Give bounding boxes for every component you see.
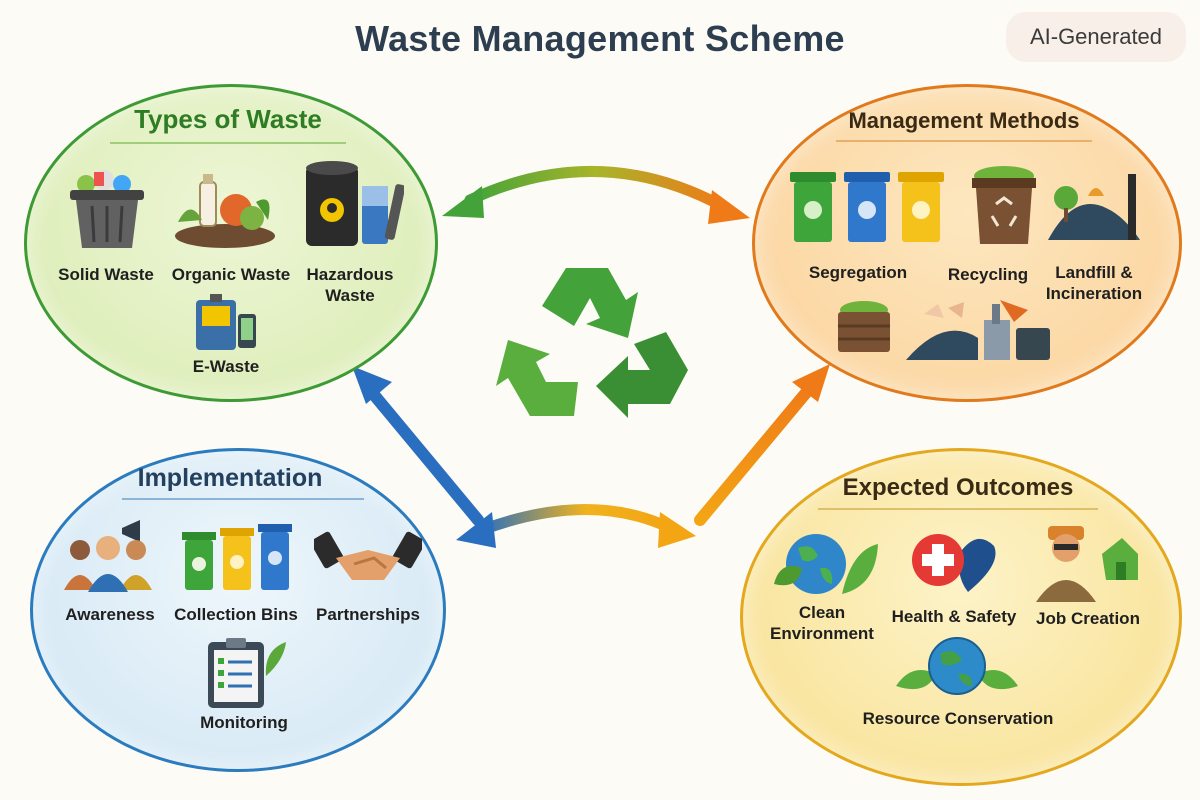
landfill-icon: [1044, 168, 1144, 244]
resource-conservation-label: Resource Conservation: [862, 709, 1054, 728]
worker-icon: [1030, 518, 1140, 602]
trash-bin-icon: [64, 166, 150, 252]
clipboard-icon: [204, 636, 290, 710]
expected-outcomes-panel: [740, 448, 1182, 786]
globe-leaf-icon: [772, 524, 882, 604]
divider: [836, 140, 1092, 142]
collection-bins-label: Collection Bins: [174, 605, 298, 624]
globe-hands-icon: [892, 634, 1022, 704]
divider: [122, 498, 364, 500]
types-of-waste-title: Types of Waste: [134, 104, 322, 134]
health-safety-label: Health & Safety: [891, 607, 1017, 626]
management-methods-title: Management Methods: [848, 108, 1080, 133]
sorting-bins-icon: [786, 166, 948, 246]
partnerships-label: Partnerships: [316, 605, 420, 624]
divider: [110, 142, 346, 144]
hazardous-waste-label: Hazardous Waste: [306, 265, 394, 305]
landfill-incineration-label: Landfill & Incineration: [1045, 263, 1143, 303]
segregation-label: Segregation: [808, 263, 908, 282]
recycle-icon: [478, 240, 718, 440]
e-waste-label: E-Waste: [192, 357, 260, 376]
clean-environment-label: Clean Environment: [770, 603, 874, 643]
health-heart-icon: [906, 530, 1002, 598]
arrow-outcomes-methods: [694, 364, 830, 526]
implementation-title: Implementation: [137, 464, 323, 492]
expected-outcomes-title: Expected Outcomes: [842, 474, 1074, 501]
people-megaphone-icon: [58, 514, 158, 594]
compost-crate-icon: [834, 296, 894, 356]
incinerator-icon: [904, 294, 1054, 364]
job-creation-label: Job Creation: [1036, 609, 1140, 628]
awareness-label: Awareness: [65, 605, 155, 624]
arrow-implementation-types: [352, 366, 484, 526]
organic-waste-label: Organic Waste: [171, 265, 291, 284]
handshake-icon: [314, 528, 422, 590]
toxic-barrel-icon: [300, 158, 404, 250]
colored-bins-icon: [180, 522, 294, 592]
arrow-implementation-outcomes: [456, 504, 696, 548]
solid-waste-label: Solid Waste: [58, 265, 154, 284]
monitoring-label: Monitoring: [200, 713, 288, 732]
arrow-types-methods: [442, 165, 750, 224]
divider: [818, 508, 1098, 510]
food-waste-icon: [170, 162, 280, 252]
ai-generated-badge: AI-Generated: [1006, 12, 1186, 62]
electronics-icon: [192, 292, 276, 354]
recycle-bin-icon: [968, 164, 1040, 246]
page-title: Waste Management Scheme: [355, 18, 845, 59]
recycling-label: Recycling: [947, 265, 1029, 284]
implementation-panel: [30, 448, 446, 772]
